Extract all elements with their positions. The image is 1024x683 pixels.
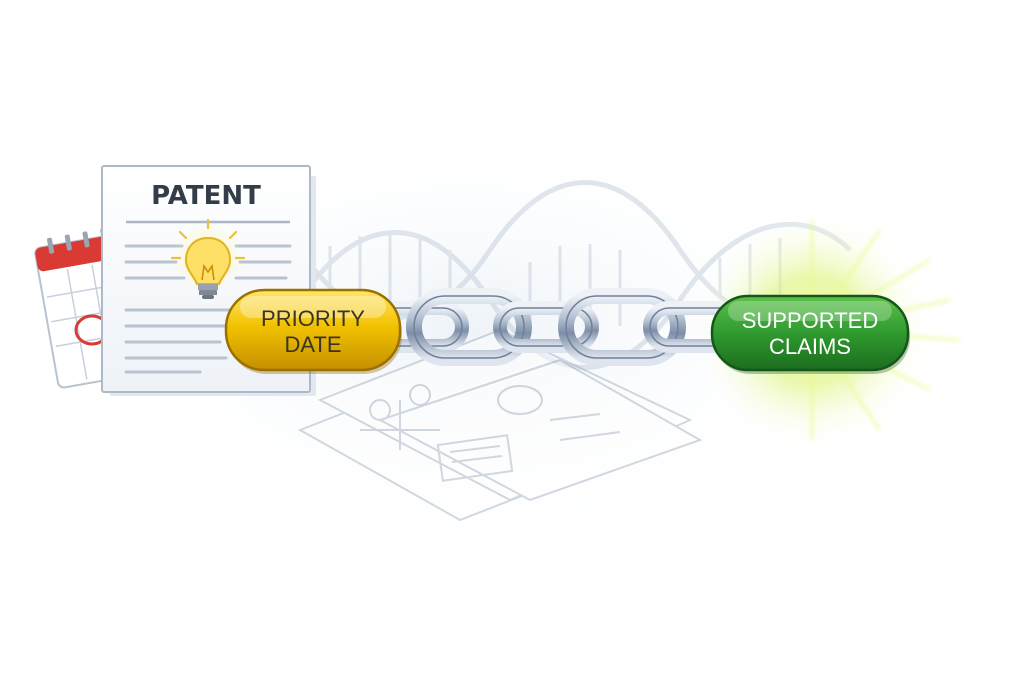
priority-date-line2: DATE <box>284 332 341 357</box>
priority-date-line1: PRIORITY <box>261 306 365 331</box>
supported-claims-node: SUPPORTED CLAIMS <box>712 296 910 374</box>
priority-date-node: PRIORITY DATE <box>226 290 402 374</box>
supported-claims-line2: CLAIMS <box>769 334 851 359</box>
supported-claims-line1: SUPPORTED <box>742 308 879 333</box>
patent-title: PATENT <box>151 181 261 211</box>
